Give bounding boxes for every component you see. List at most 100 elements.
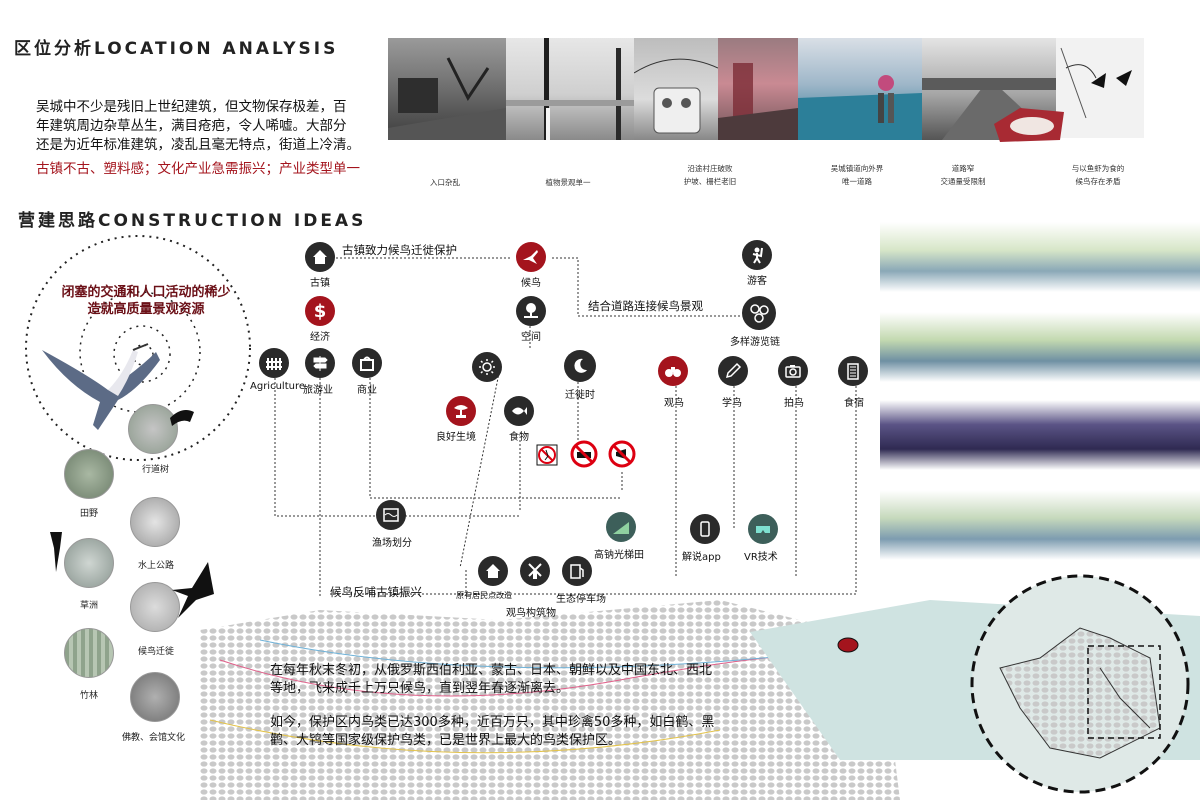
habitat-label: 水上公路 — [138, 561, 175, 571]
label-bird: 候鸟 — [521, 278, 541, 289]
phone-icon — [700, 521, 710, 537]
shop-icon — [360, 356, 374, 371]
node-tourism — [305, 348, 335, 378]
location-paragraph: 吴城中不少是残旧上世纪建筑，但文物保存极差，百 年建筑周边杂草丛生，满目疮疤，令… — [36, 98, 386, 155]
flow-label-middle: 结合道路连接候鸟景观 — [588, 299, 703, 313]
home-icon — [313, 250, 327, 264]
node-photo — [778, 356, 808, 386]
photo-entrance — [388, 38, 506, 140]
rendering-2 — [880, 312, 1200, 382]
photo-village — [634, 38, 718, 140]
node-tourist — [742, 240, 772, 270]
label-tourism: 旅游业 — [303, 385, 333, 396]
node-town — [305, 242, 335, 272]
paragraph-line: 年建筑周边杂草丛生，满目疮疤，令人唏嘘。大部分 — [36, 118, 347, 134]
caption-1: 入口杂乱 — [430, 178, 460, 187]
pencil-icon — [725, 362, 742, 379]
paragraph-line: 吴城中不少是残旧上世纪建筑，但文物保存极差，百 — [36, 99, 347, 115]
habitat-culture-photo — [130, 672, 180, 722]
construction-heading: 营建思路CONSTRUCTION IDEAS — [18, 211, 367, 231]
vr-icon — [756, 526, 770, 533]
binoculars-icon — [665, 367, 681, 377]
rendering-4 — [880, 490, 1200, 560]
rendering-1 — [880, 222, 1200, 292]
spiral-text: 闭塞的交通和人口活动的稀少 造就高质量景观资源 — [61, 285, 231, 317]
network-icon — [750, 304, 769, 323]
no-horn-icon — [608, 440, 636, 468]
habitat-label: 佛教、会馆文化 — [122, 733, 186, 743]
flamingo-silhouette — [42, 528, 72, 572]
node-agriculture — [259, 348, 289, 378]
node-lodging — [838, 356, 868, 386]
building-icon — [847, 363, 859, 380]
label-agriculture: Agriculture — [250, 381, 305, 392]
label-parking: 生态停车场 — [556, 594, 606, 605]
moon-icon — [574, 358, 587, 373]
caption-5: 道路窄交通量受限制 — [940, 164, 986, 186]
node-learn — [718, 356, 748, 386]
node-economy: $ — [305, 296, 335, 326]
world-map-dots — [200, 600, 900, 800]
habitat-bamboo-photo — [64, 628, 114, 678]
sun-icon — [479, 359, 495, 375]
fish-sketch — [990, 104, 1068, 144]
house-icon — [486, 564, 500, 578]
label-chain: 多样游览链 — [730, 337, 780, 348]
node-watch — [658, 356, 688, 386]
label-lodging: 食宿 — [844, 398, 864, 409]
fence-icon — [266, 358, 282, 370]
fish-icon — [512, 407, 527, 415]
node-sun — [472, 352, 502, 382]
node-chain — [742, 296, 776, 330]
caption-3: 沿途村庄破败护坡、栅栏老旧 — [683, 164, 737, 186]
caption-6: 与以鱼虾为食的候鸟存在矛盾 — [1071, 164, 1125, 186]
habitat-trees-photo — [128, 404, 178, 454]
node-parking — [562, 556, 592, 586]
field-icon — [613, 522, 629, 534]
crane-illustration — [38, 330, 178, 440]
signpost-icon — [313, 356, 328, 371]
node-bird — [516, 242, 546, 272]
habitat-migration-photo — [130, 582, 180, 632]
fuel-icon — [570, 564, 584, 579]
node-fishing — [376, 500, 406, 530]
map-paragraph-1: 在每年秋末冬初，从俄罗斯西伯利亚、蒙古、日本、朝鲜以及中国东北、西北 等地，飞来… — [270, 663, 713, 696]
photo-plants — [506, 38, 634, 140]
habitat-label: 竹林 — [80, 691, 99, 701]
label-learn: 学鸟 — [722, 398, 742, 409]
photo-road — [798, 38, 922, 140]
label-tourist: 游客 — [747, 276, 767, 287]
tourist-icon — [752, 247, 763, 264]
eagle-silhouette — [168, 560, 216, 620]
label-housing: 原有居民点改造 — [456, 591, 512, 600]
label-environment: 良好生境 — [436, 432, 476, 443]
photo-bird-conflict — [1056, 38, 1144, 138]
label-vr: VR技术 — [744, 552, 778, 563]
node-app — [690, 514, 720, 544]
location-marker — [836, 636, 860, 654]
paragraph-line: 还是为近年标准建筑，凌乱且毫无特点，街道上冷清。 — [36, 137, 360, 153]
no-walking-icon — [536, 444, 558, 466]
node-environment — [446, 396, 476, 426]
caption-2: 植物景观单一 — [545, 178, 591, 187]
stork-silhouette — [168, 404, 198, 434]
label-space: 空间 — [521, 332, 541, 343]
label-town: 古镇 — [310, 278, 330, 289]
label-commerce: 商业 — [357, 385, 377, 396]
habitat-label: 行道树 — [142, 465, 170, 475]
inset-map — [960, 568, 1200, 800]
flow-label-bottom: 候鸟反哺古镇振兴 — [330, 585, 422, 599]
crane-icon — [523, 250, 538, 264]
node-space — [516, 296, 546, 326]
node-migration — [564, 350, 596, 382]
label-migration: 迁徙时 — [565, 390, 595, 401]
habitat-label: 候鸟迁徙 — [138, 647, 175, 657]
map-paragraph-2: 如今，保护区内鸟类已达300多种，近百万只，其中珍禽50多种，如白鹤、黑 鹳、大… — [270, 715, 715, 748]
node-commerce — [352, 348, 382, 378]
label-economy: 经济 — [310, 332, 330, 343]
photo-fence — [718, 38, 798, 140]
node-housing — [478, 556, 508, 586]
caption-4: 吴城镇道向外界唯一道路 — [830, 164, 884, 186]
flow-label-top: 古镇致力候鸟迁徙保护 — [342, 243, 457, 257]
camera-icon — [785, 365, 801, 378]
